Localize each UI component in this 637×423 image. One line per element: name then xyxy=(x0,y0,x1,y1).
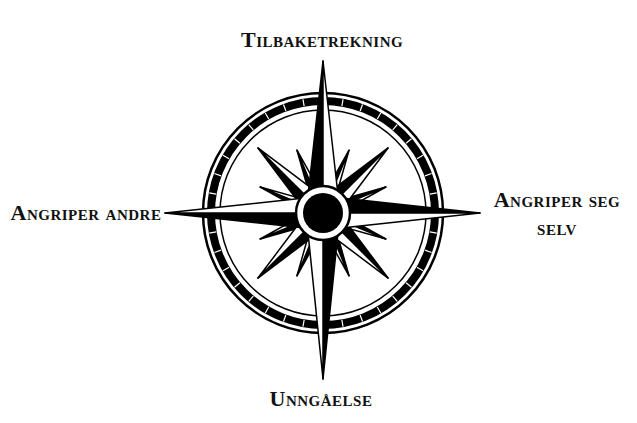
ring-tick xyxy=(209,232,216,233)
ring-tick xyxy=(360,315,362,322)
ring-tick xyxy=(360,104,362,111)
ring-tick xyxy=(214,250,221,252)
ring-tick xyxy=(249,296,253,301)
ring-tick xyxy=(265,307,269,313)
south-label: Unngåelse xyxy=(241,385,401,413)
west-label: Angriper andre xyxy=(6,199,166,227)
ring-tick xyxy=(223,155,229,159)
ring-tick xyxy=(235,139,240,143)
ring-tick xyxy=(406,139,411,143)
ring-tick xyxy=(393,296,397,301)
ring-tick xyxy=(425,173,432,175)
ring-tick xyxy=(209,193,216,194)
ring-tick xyxy=(265,113,269,119)
ring-tick xyxy=(223,267,229,271)
ring-tick xyxy=(283,315,285,322)
ring-tick xyxy=(235,283,240,287)
ring-tick xyxy=(430,193,437,194)
ring-tick xyxy=(303,320,304,327)
ring-tick xyxy=(249,125,253,130)
center-ring xyxy=(296,186,350,240)
ring-tick xyxy=(342,99,343,106)
east-label: Angriper seg selv xyxy=(477,186,637,241)
ring-tick xyxy=(303,99,304,106)
ring-tick xyxy=(393,125,397,130)
ring-tick xyxy=(417,267,423,271)
ring-tick xyxy=(283,104,285,111)
ring-tick xyxy=(425,250,432,252)
ring-tick xyxy=(342,320,343,327)
ring-tick xyxy=(417,155,423,159)
ring-tick xyxy=(406,283,411,287)
ring-tick xyxy=(214,173,221,175)
north-label: Tilbaketrekning xyxy=(241,26,401,54)
center-dot xyxy=(303,193,343,233)
ring-tick xyxy=(377,113,381,119)
ring-tick xyxy=(430,232,437,233)
ring-tick xyxy=(377,307,381,313)
